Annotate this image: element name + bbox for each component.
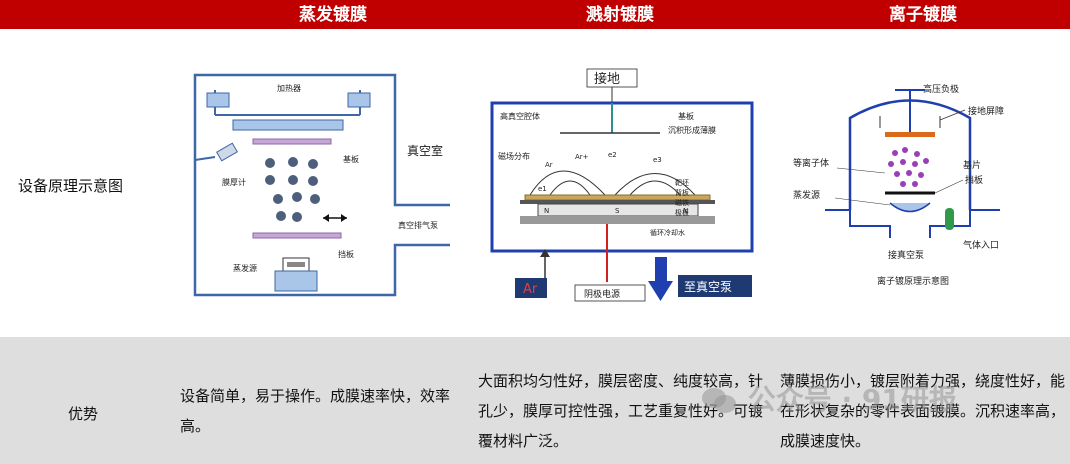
sput-pole-n1: N	[544, 207, 549, 215]
col-title-ion-plating: 离子镀膜	[889, 5, 957, 25]
ion-plasma-label: 等离子体	[793, 157, 829, 169]
sput-substrate-label: 基板	[678, 111, 694, 121]
ion-plating-diagram: 高压负极 接地屏障 基片 等离子体 挡板 蒸发源	[785, 78, 1050, 293]
col-title-evaporation: 蒸发镀膜	[299, 5, 367, 25]
sput-cooling-label: 循环冷却水	[650, 228, 685, 237]
sput-pole-s: S	[615, 207, 620, 215]
ion-source-label: 蒸发源	[793, 189, 820, 201]
sput-chamber-label: 高真空腔体	[500, 111, 540, 121]
header-bar: 蒸发镀膜 溅射镀膜 离子镀膜	[0, 0, 1070, 29]
sput-arplus-label: Ar+	[575, 153, 589, 161]
sput-backplate-label: 背板	[675, 188, 689, 197]
sput-e1-label: e1	[538, 185, 547, 193]
evap-baffle-label: 挡板	[338, 249, 354, 259]
sput-cathode-label: 阴极电源	[584, 288, 620, 300]
sput-pole-label: 极板	[675, 208, 689, 217]
evap-source-label: 蒸发源	[233, 263, 257, 273]
sput-deposit-label: 沉积形成薄膜	[668, 125, 716, 135]
sput-e3-label: e3	[653, 156, 662, 164]
evap-substrate-label: 基板	[343, 154, 359, 164]
advantage-evaporation: 设备简单，易于操作。成膜速率快，效率高。	[180, 387, 451, 435]
advantage-ion-plating: 薄膜损伤小，镀层附着力强，绕度性好，能在形状复杂的零件表面镀膜。沉积速率高，成膜…	[780, 372, 1066, 450]
ion-pump-label: 接真空泵	[888, 249, 924, 261]
ion-shield-label: 接地屏障	[968, 105, 1004, 117]
evaporation-diagram: 加热器 真空室 基板 膜厚计 真空排气泵 挡板 蒸发源	[185, 65, 455, 300]
evap-heater-label: 加热器	[277, 83, 301, 93]
ion-baffle-label: 挡板	[965, 174, 983, 186]
sput-ar-label: Ar	[545, 161, 553, 169]
row-label-diagram: 设备原理示意图	[18, 177, 124, 195]
sput-magnetic-label: 磁场分布	[498, 151, 530, 161]
col-title-sputtering: 溅射镀膜	[586, 5, 654, 25]
sput-e2-label: e2	[608, 151, 617, 159]
ion-hv-label: 高压负极	[923, 83, 959, 95]
evap-thickness-label: 膜厚计	[222, 177, 246, 187]
advantage-sputtering: 大面积均匀性好，膜层密度、纯度较高，针孔少，膜厚可控性强，工艺重复性好。可镀覆材…	[478, 372, 764, 450]
evap-pump-label: 真空排气泵	[398, 220, 438, 230]
ion-substrate-label: 基片	[963, 159, 981, 171]
sput-pump-label: 至真空泵	[684, 280, 732, 294]
row-label-advantage: 优势	[68, 405, 99, 423]
ion-caption: 离子镀原理示意图	[877, 275, 949, 287]
evap-chamber-label: 真空室	[407, 143, 443, 158]
sput-pole-n2: N	[683, 207, 688, 215]
sput-ground-label: 接地	[594, 71, 620, 87]
sput-ar-inlet-label: Ar	[523, 282, 538, 297]
sputtering-diagram: 接地 高真空腔体 基板 沉积形成薄膜 磁场分布 Ar Ar+ e2 e3 e1 …	[490, 67, 760, 307]
ion-gas-label: 气体入口	[963, 239, 999, 251]
sput-target-label: 靶坯	[675, 178, 689, 187]
sput-magnet-label: 磁铁	[675, 198, 689, 207]
advantages-band	[0, 337, 1070, 464]
